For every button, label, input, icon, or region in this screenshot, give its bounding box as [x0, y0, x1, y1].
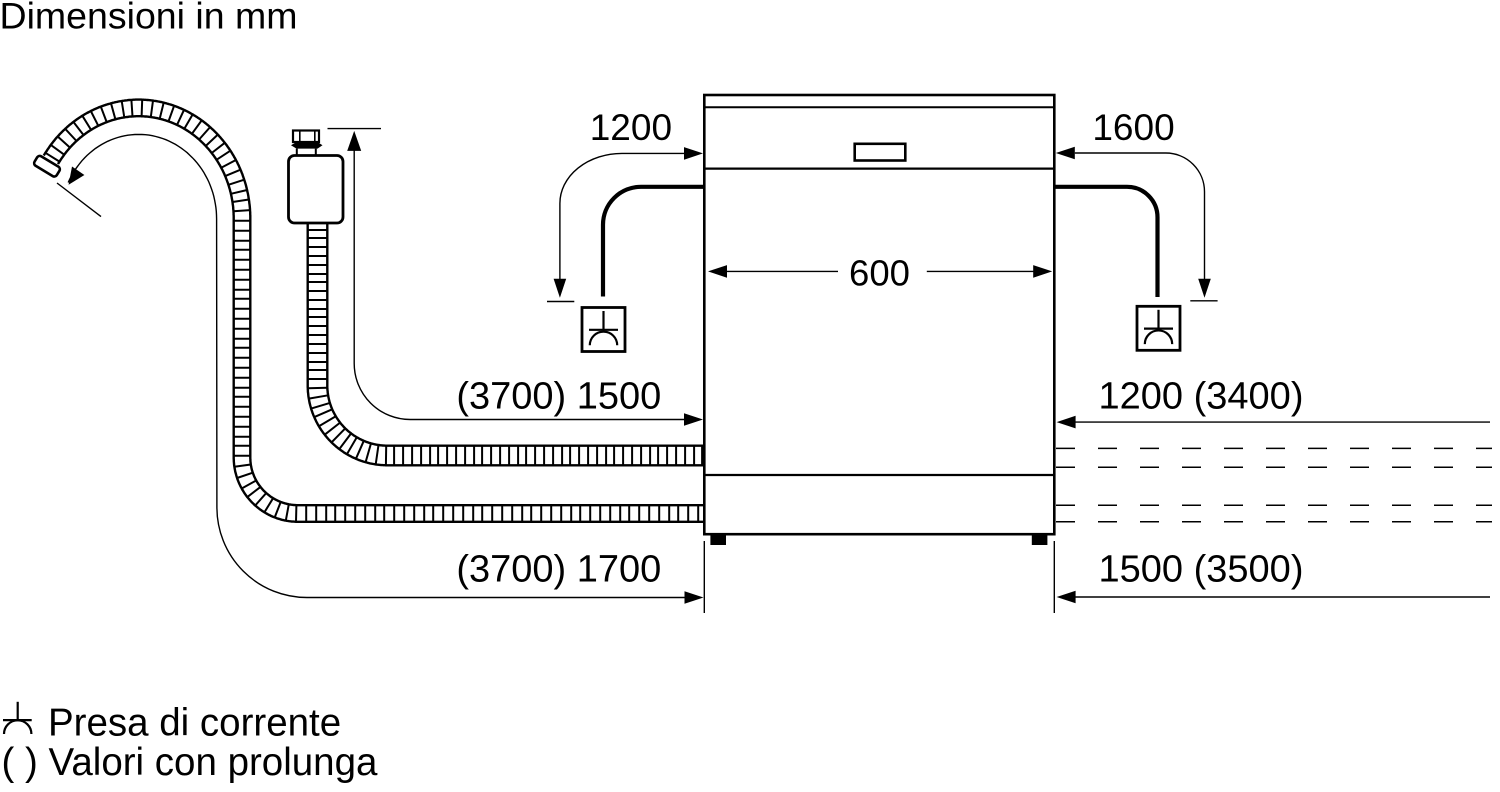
- svg-text:Dimensioni in mm: Dimensioni in mm: [0, 0, 298, 37]
- svg-text:1500 (3500): 1500 (3500): [1099, 549, 1304, 591]
- svg-text:(3700) 1700: (3700) 1700: [456, 549, 661, 591]
- svg-text:1200: 1200: [590, 107, 672, 148]
- svg-text:1200 (3400): 1200 (3400): [1099, 375, 1304, 417]
- svg-text:Presa di corrente: Presa di corrente: [48, 701, 341, 744]
- svg-text:600: 600: [849, 252, 910, 293]
- svg-text:1600: 1600: [1092, 107, 1174, 148]
- svg-text:(3700) 1500: (3700) 1500: [456, 375, 661, 417]
- svg-text:( ) Valori con prolunga: ( ) Valori con prolunga: [2, 741, 379, 784]
